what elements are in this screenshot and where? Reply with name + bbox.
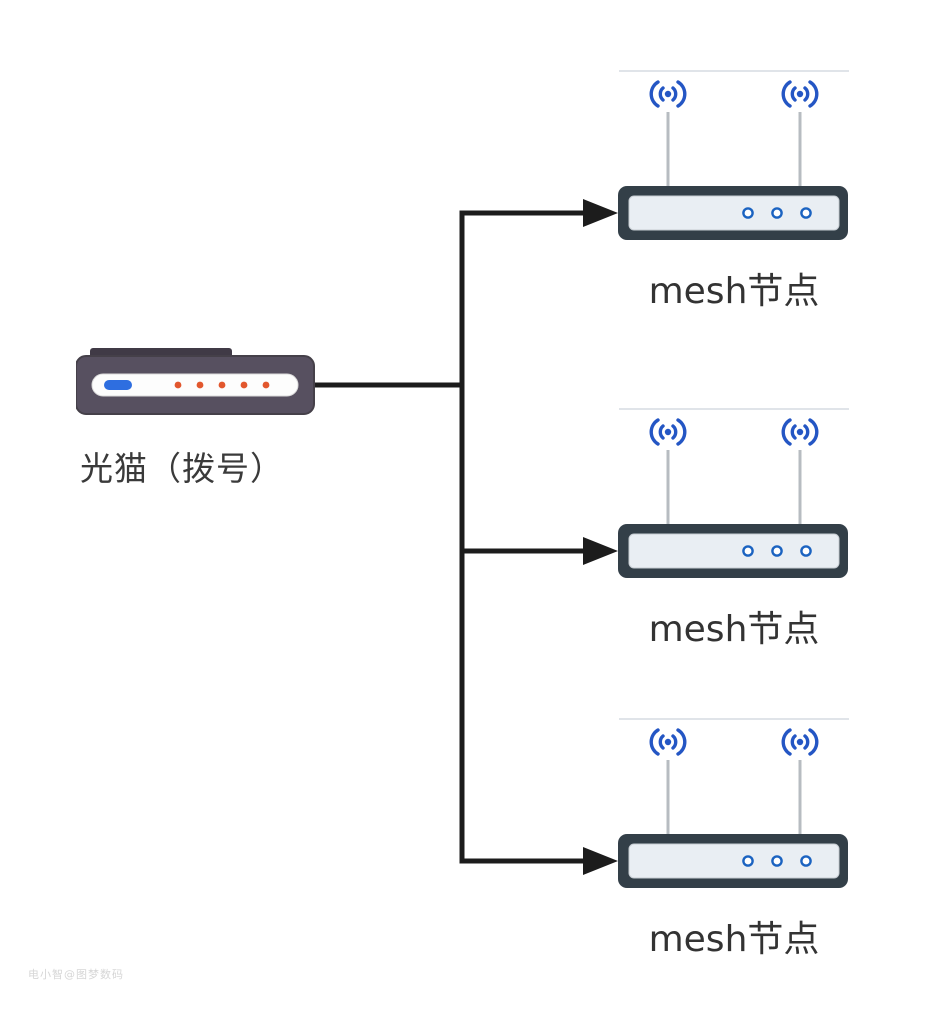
wifi-signal-icon-right: [781, 728, 819, 756]
mesh-node-1: mesh节点: [615, 64, 853, 320]
image-edge-line: [619, 718, 849, 720]
wifi-signal-icon-right: [781, 80, 819, 108]
modem-label: 光猫（拨号）: [80, 449, 284, 488]
modem-status-pill: [104, 380, 132, 390]
arrow-head-1: [583, 199, 618, 227]
router-front-panel: [628, 533, 840, 569]
modem-indicator-dots: [174, 381, 270, 389]
router-icon: [618, 728, 848, 888]
mesh-node-label: mesh节点: [648, 919, 820, 960]
router-port-dots: [742, 207, 812, 219]
modem-front-panel: [91, 373, 299, 397]
wifi-signal-icon-right: [781, 418, 819, 446]
mesh-node-label: mesh节点: [648, 609, 820, 650]
mesh-node-label: mesh节点: [648, 271, 820, 312]
modem-group: 光猫（拨号）: [75, 348, 326, 498]
router-port-dots: [742, 855, 812, 867]
router-icon: [618, 418, 848, 578]
watermark: 电小智@图梦数码: [28, 968, 124, 981]
wifi-signal-icon-left: [649, 728, 687, 756]
modem-icon: [75, 348, 315, 415]
router-icon: [618, 80, 848, 240]
mesh-node-2: mesh节点: [615, 402, 853, 658]
image-edge-line: [619, 70, 849, 72]
router-front-panel: [628, 195, 840, 231]
wifi-signal-icon-left: [649, 418, 687, 446]
image-edge-line: [619, 408, 849, 410]
arrow-head-3: [583, 847, 618, 875]
arrow-head-2: [583, 537, 618, 565]
wifi-signal-icon-left: [649, 80, 687, 108]
mesh-node-3: mesh节点: [615, 712, 853, 968]
router-port-dots: [742, 545, 812, 557]
router-front-panel: [628, 843, 840, 879]
